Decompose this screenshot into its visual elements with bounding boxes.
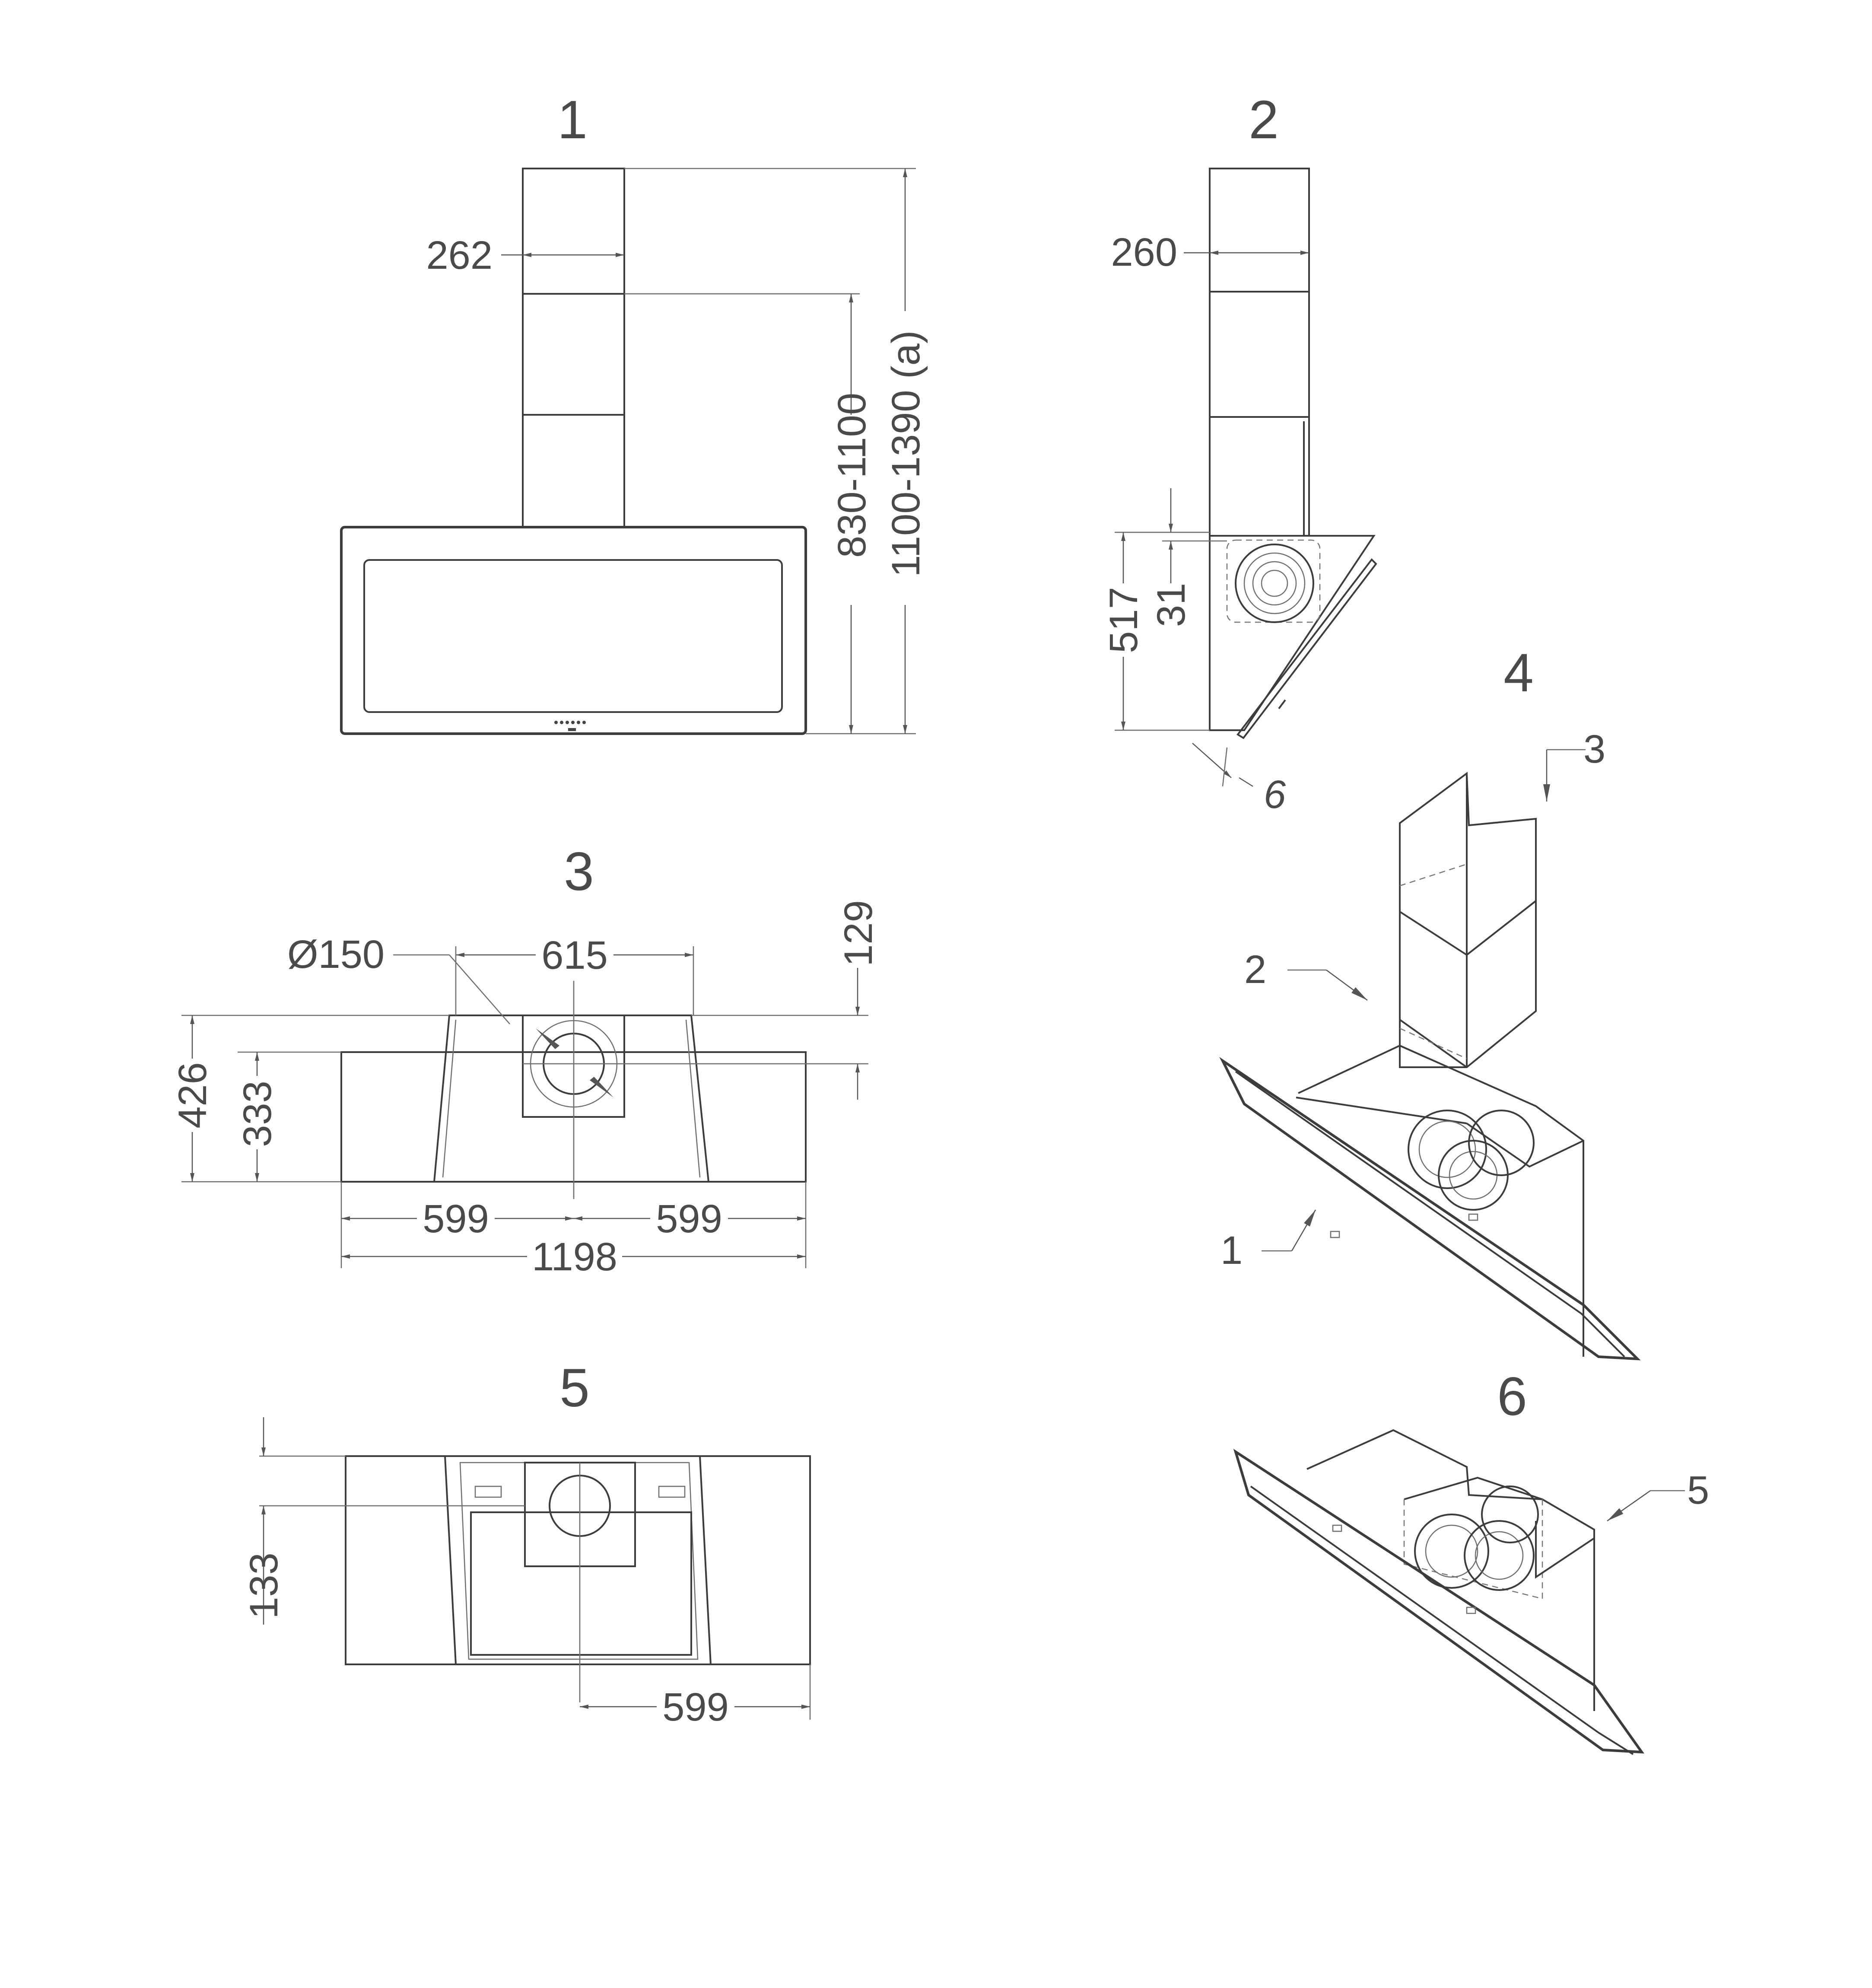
- view-2-number: 2: [1249, 90, 1279, 150]
- dim-262: 262: [426, 233, 493, 277]
- dim-129: 129: [836, 900, 880, 967]
- chimney: [522, 168, 625, 528]
- callout-3: 3: [1583, 727, 1605, 771]
- dim-1100-1390: 1100-1390 (a): [884, 330, 928, 577]
- chimney-side: [1209, 168, 1310, 537]
- chimney-iso: [1399, 772, 1537, 1068]
- hood-bottom-outline: [345, 1455, 811, 1665]
- view-4-number: 4: [1503, 643, 1534, 703]
- dim-6: 6: [1264, 773, 1286, 817]
- dim-426: 426: [171, 1062, 215, 1129]
- view-5-number: 5: [559, 1358, 590, 1418]
- view-6-isometric: 6 5: [1233, 1367, 1709, 1755]
- dim-133: 133: [242, 1552, 286, 1619]
- hood-body-iso: [1298, 1044, 1584, 1357]
- dim-260: 260: [1111, 230, 1178, 274]
- dim-1198: 1198: [532, 1235, 617, 1279]
- dim-599-right: 599: [656, 1197, 722, 1241]
- dim-31: 31: [1149, 583, 1193, 627]
- blower-iso: [1408, 1110, 1487, 1189]
- dim-diameter-150: Ø150: [287, 932, 385, 977]
- view-4-isometric: 4 3 2 1: [1219, 643, 1641, 1361]
- blower-wheel: [1235, 544, 1314, 623]
- view-5-bottom: 5 133 599: [242, 1358, 811, 1729]
- filter-frame: [470, 1511, 692, 1656]
- control-buttons: [554, 721, 586, 731]
- glass-iso: [1219, 1057, 1641, 1361]
- view-3-number: 3: [564, 842, 594, 902]
- dim-615: 615: [541, 933, 608, 977]
- view-3-top: 3 Ø150 615 129 426 3: [171, 842, 880, 1279]
- hood-body-iso-6: [1306, 1429, 1595, 1711]
- dim-830-1100: 830-1100: [830, 393, 874, 558]
- callout-5: 5: [1687, 1468, 1709, 1512]
- callout-1: 1: [1220, 1228, 1243, 1272]
- hood-side: [1209, 535, 1376, 731]
- motor-housing-top: [433, 1015, 710, 1183]
- view-2-side: 2 260 517 31 6: [1102, 90, 1377, 817]
- dim-333: 333: [235, 1081, 280, 1147]
- glass-side: [1236, 558, 1377, 739]
- dim-599-bottom: 599: [662, 1685, 729, 1729]
- dim-599-left: 599: [423, 1197, 489, 1241]
- view-1-number: 1: [557, 90, 588, 150]
- hood-body: [340, 526, 807, 735]
- callout-2: 2: [1244, 948, 1266, 992]
- view-6-number: 6: [1497, 1367, 1527, 1427]
- dim-517: 517: [1102, 587, 1146, 653]
- glass-iso-6: [1233, 1449, 1645, 1754]
- glass-panel: [363, 559, 783, 713]
- view-1-front: 1 262 830-1100 1100-1390 (a): [340, 90, 928, 735]
